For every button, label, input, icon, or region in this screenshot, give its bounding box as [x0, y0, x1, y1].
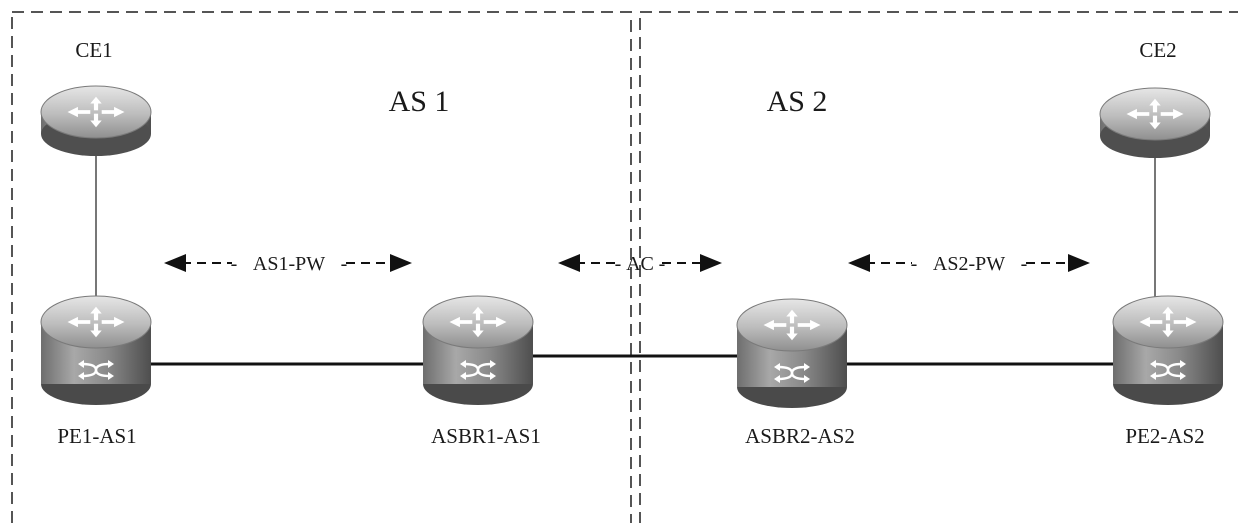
as2-domain-box: [639, 11, 1238, 523]
ac-label: AC: [626, 253, 654, 275]
ac-arrow: [558, 254, 722, 272]
as2-pw-arrow: [848, 254, 1090, 272]
ce2-router-icon[interactable]: [1099, 87, 1211, 158]
asbr1-label: ASBR1-AS1: [431, 424, 541, 448]
svg-text:-: -: [659, 253, 666, 275]
pe2-label: PE2-AS2: [1125, 424, 1204, 448]
asbr2-label: ASBR2-AS2: [745, 424, 855, 448]
pe1-router-switch-icon[interactable]: [40, 295, 152, 405]
svg-text:-: -: [1021, 253, 1028, 275]
ce2-label: CE2: [1139, 38, 1176, 62]
as1-pw-label: AS1-PW: [253, 253, 325, 275]
svg-text:-: -: [911, 253, 918, 275]
as2-pw-label: AS2-PW: [933, 253, 1005, 275]
svg-text:-: -: [231, 253, 238, 275]
svg-text:-: -: [341, 253, 348, 275]
asbr1-router-switch-icon[interactable]: [422, 295, 534, 405]
ce1-router-icon[interactable]: [40, 85, 152, 156]
as2-label: AS 2: [767, 85, 828, 118]
ce1-label: CE1: [75, 38, 112, 62]
svg-text:-: -: [615, 253, 622, 275]
pe1-label: PE1-AS1: [57, 424, 136, 448]
as1-pw-arrow: [164, 254, 412, 272]
asbr2-router-switch-icon[interactable]: [736, 298, 848, 408]
pe2-router-switch-icon[interactable]: [1112, 295, 1224, 405]
as1-domain-box: [11, 11, 632, 523]
as1-label: AS 1: [389, 85, 450, 118]
